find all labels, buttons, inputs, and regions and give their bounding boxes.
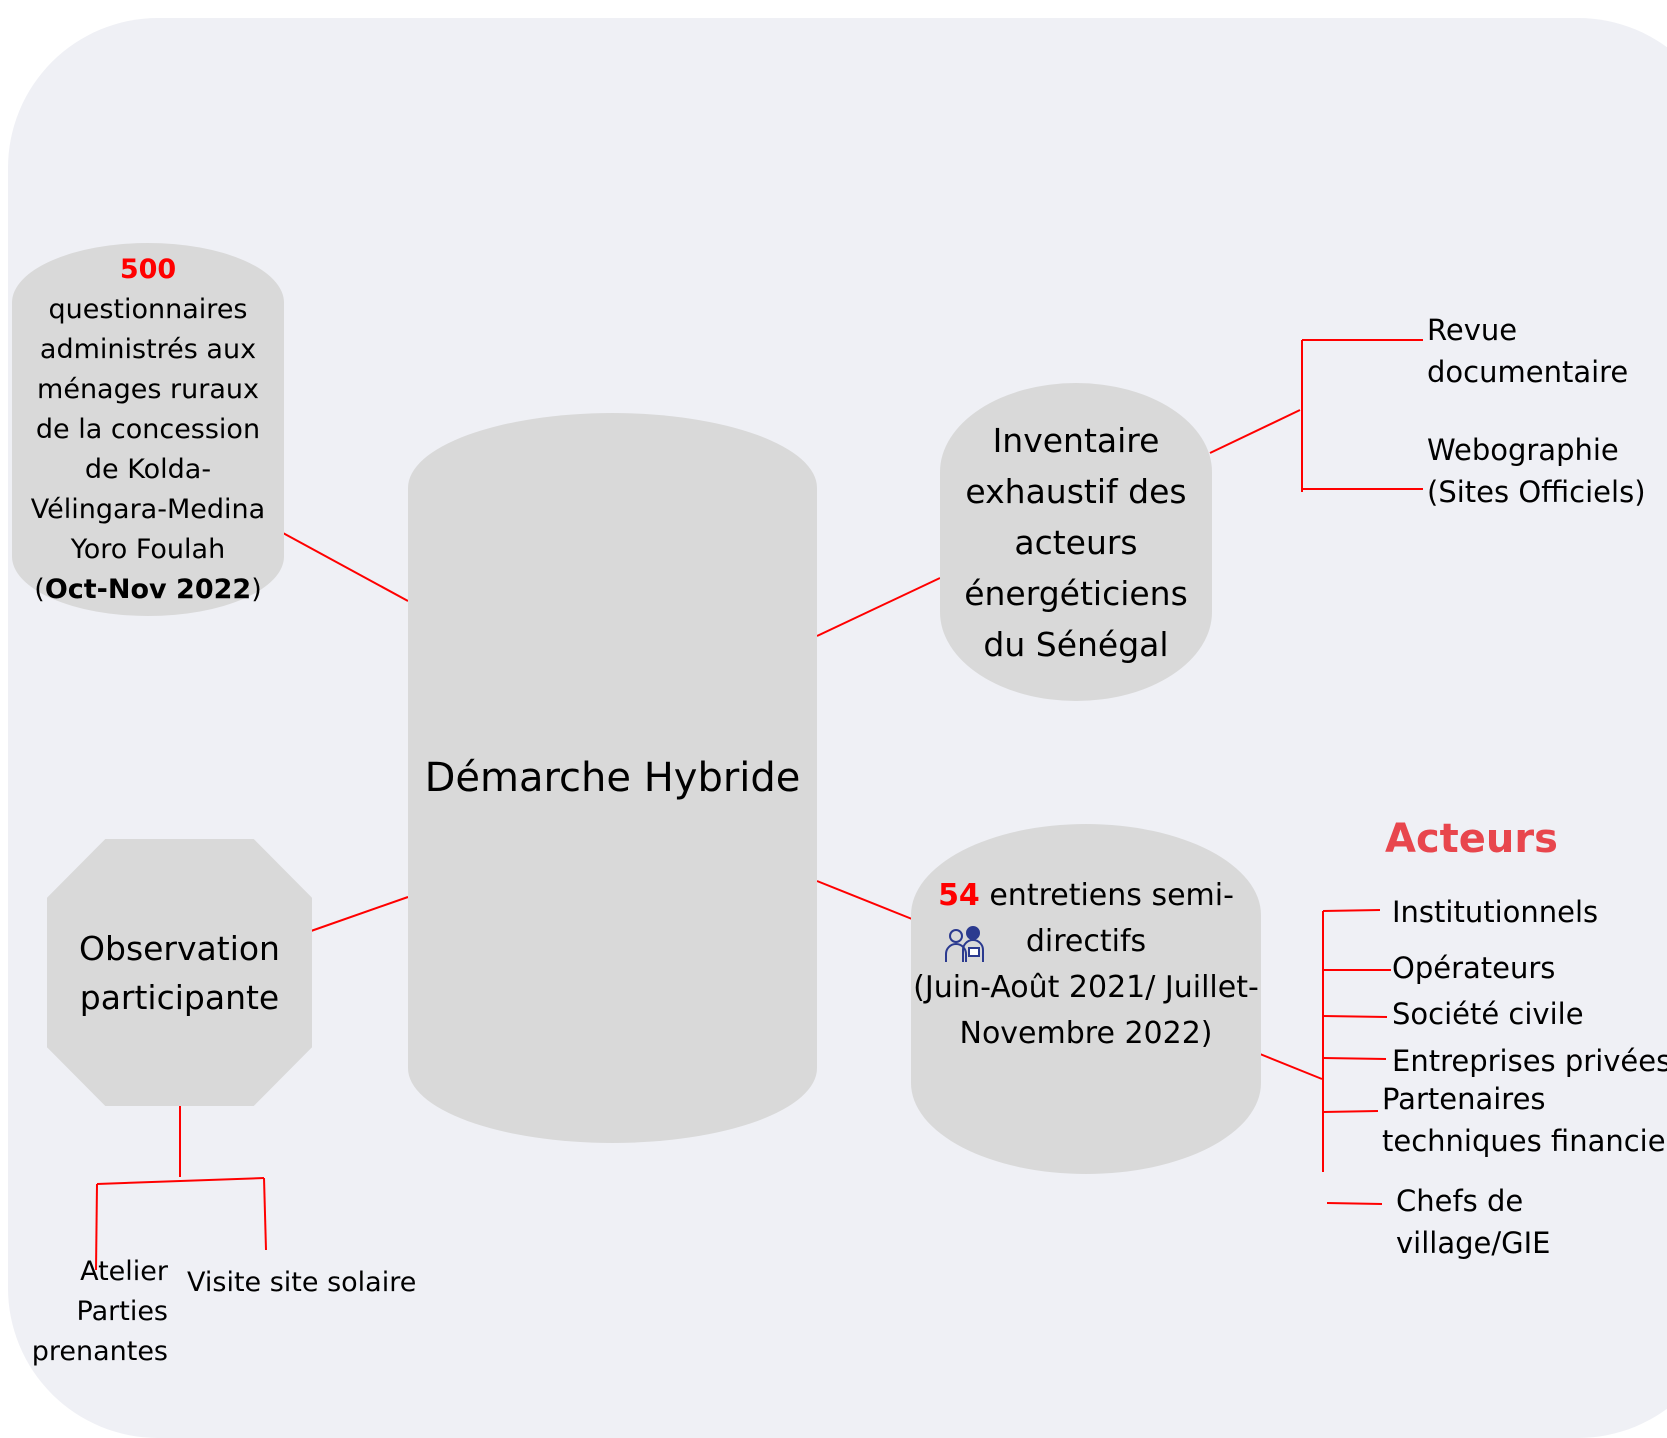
questionnaires-node <box>12 243 284 616</box>
observation-line: Observation <box>79 928 280 968</box>
entretiens-text: 54 entretiens semi- directifs (Juin-Août… <box>900 873 1272 1057</box>
observation-atelier: Atelier Parties prenantes <box>31 1256 168 1367</box>
inventaire-node: Inventaire exhaustif des acteurs énergét… <box>940 383 1212 701</box>
questionnaires-line: administrés aux <box>39 334 257 365</box>
link-center-inventaire <box>816 577 941 637</box>
questionnaires-line: Vélingara-Medina <box>30 494 266 525</box>
observation-line: participante <box>79 977 280 1017</box>
inventaire-line: acteurs <box>1014 522 1138 562</box>
inventaire-line: Inventaire <box>992 420 1160 460</box>
acteur-item: Société civile <box>1392 997 1584 1031</box>
questionnaires-text: 500 questionnaires administrés aux ménag… <box>12 250 284 610</box>
questionnaires-count: 500 <box>119 254 177 285</box>
source-webographie: Webographie (Sites Officiels) <box>1427 433 1646 509</box>
acteur-item-chefs: Chefs de village/GIE <box>1396 1184 1551 1260</box>
observation-node: Observation participante <box>47 839 312 1106</box>
questionnaires-line: de la concession <box>35 414 261 445</box>
questionnaires-line: ménages ruraux <box>37 374 259 405</box>
entretiens-line2: directifs <box>1025 924 1147 959</box>
acteur-item-partenaires: Partenaires techniques financiers <box>1382 1082 1667 1158</box>
diagram-background <box>8 18 1667 1438</box>
entretiens-node <box>911 824 1261 1174</box>
entretiens-line4: Novembre 2022) <box>959 1016 1213 1051</box>
acteur-item: Entreprises privées <box>1392 1044 1667 1078</box>
interview-people-icon <box>943 924 987 968</box>
questionnaires-period: (Oct-Nov 2022) <box>34 574 262 605</box>
center-node: Démarche Hybride <box>408 413 817 1143</box>
inventaire-line: énergéticiens <box>964 573 1188 613</box>
link-center-questionnaires <box>282 532 409 602</box>
acteur-item: Opérateurs <box>1392 951 1556 985</box>
entretiens-line1: 54 entretiens semi- <box>938 878 1234 913</box>
connector-lines <box>95 339 1423 1271</box>
inventaire-line: exhaustif des <box>965 471 1187 511</box>
center-label: Démarche Hybride <box>424 755 801 801</box>
source-revue: Revue documentaire <box>1427 313 1629 389</box>
inventaire-line: du Sénégal <box>983 624 1169 664</box>
link-center-observation <box>310 896 409 932</box>
observation-visite: Visite site solaire <box>187 1267 417 1298</box>
entretiens-line3: (Juin-Août 2021/ Juillet- <box>913 970 1259 1005</box>
questionnaires-line: Yoro Foulah <box>70 534 226 565</box>
link-center-entretiens <box>816 880 913 920</box>
acteurs-title: Acteurs <box>1385 816 1558 862</box>
acteur-item: Institutionnels <box>1392 895 1599 929</box>
questionnaires-line: questionnaires <box>48 294 248 325</box>
questionnaires-line: de Kolda- <box>84 454 212 485</box>
